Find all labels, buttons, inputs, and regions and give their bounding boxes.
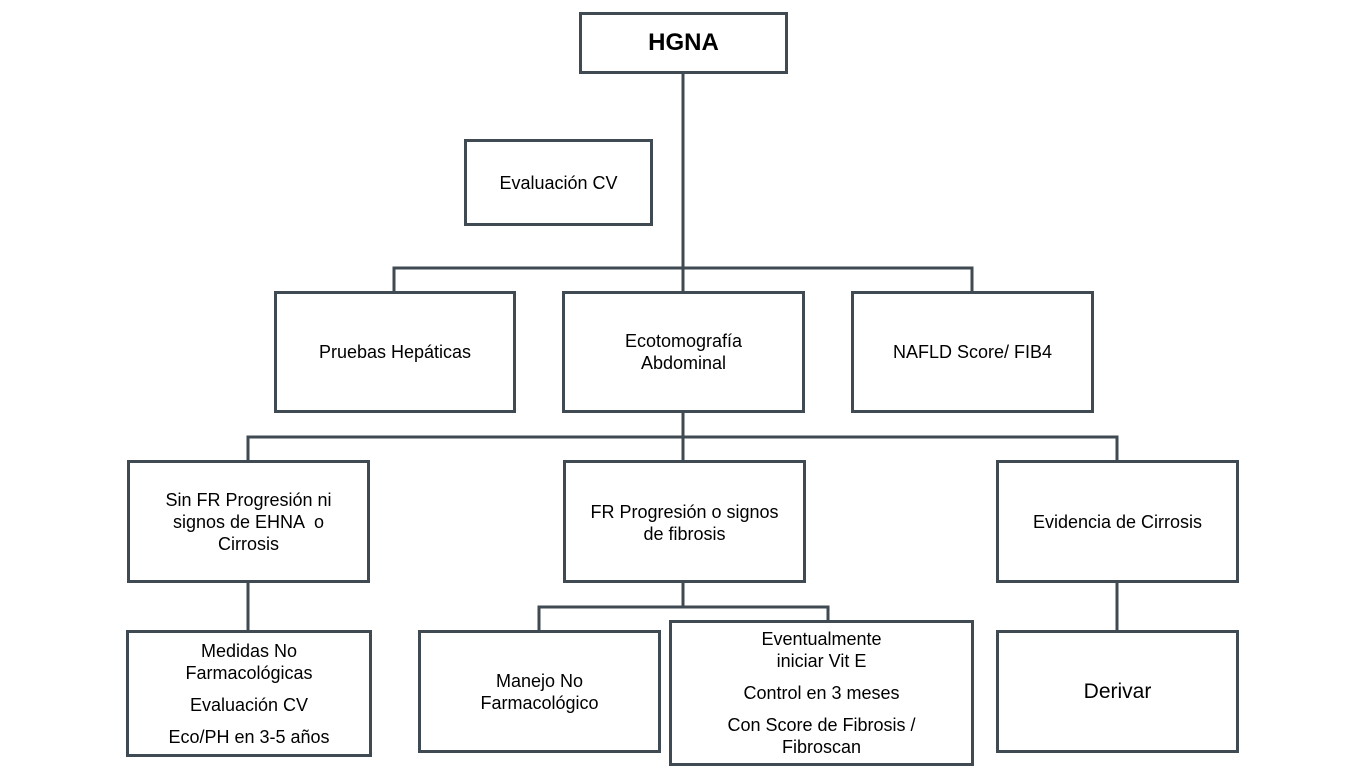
node-manejo-no-farmacologico: Manejo No Farmacológico: [418, 630, 661, 753]
node-medidas-line: Medidas No: [200, 640, 298, 661]
node-sin-fr-progresion: Sin FR Progresión ni signos de EHNA o Ci…: [127, 460, 370, 583]
node-pruebas-hepaticas: Pruebas Hepáticas: [274, 291, 516, 413]
node-eventualmente-line: Con Score de Fibrosis /: [727, 715, 916, 735]
node-manejo-line: Manejo No: [495, 670, 584, 691]
node-medidas-line: Evaluación CV: [189, 694, 309, 715]
node-fr-progresion-line: de fibrosis: [643, 524, 726, 544]
node-fr-progresion-line: FR Progresión o signos: [590, 502, 779, 522]
node-fr-progresion: FR Progresión o signos de fibrosis: [563, 460, 806, 583]
node-pruebas-hepaticas-label: Pruebas Hepáticas: [318, 342, 472, 362]
node-eventualmente-line: iniciar Vit E: [776, 651, 867, 671]
node-evaluacion-cv: Evaluación CV: [464, 139, 653, 226]
node-eventualmente-line: Control en 3 meses: [743, 683, 900, 703]
node-medidas-line: Eco/PH en 3-5 años: [168, 726, 330, 747]
node-evidencia-cirrosis: Evidencia de Cirrosis: [996, 460, 1239, 583]
node-evaluacion-cv-label: Evaluación CV: [499, 172, 618, 193]
node-ecotomografia-line: Ecotomografía: [624, 331, 743, 351]
node-medidas-no-farmacologicas: Medidas No Farmacológicas Evaluación CV …: [126, 630, 372, 757]
node-manejo-line: Farmacológico: [480, 692, 599, 713]
node-ecotomografia-line: Abdominal: [640, 353, 727, 373]
node-hgna-label: HGNA: [648, 29, 719, 56]
node-derivar-label: Derivar: [1083, 679, 1152, 703]
node-nafld-score: NAFLD Score/ FIB4: [851, 291, 1094, 413]
node-nafld-score-label: NAFLD Score/ FIB4: [892, 342, 1053, 362]
node-ecotomografia-abdominal: Ecotomografía Abdominal: [562, 291, 805, 413]
node-hgna: HGNA: [579, 12, 788, 74]
node-eventualmente: Eventualmente iniciar Vit E Control en 3…: [669, 620, 974, 766]
node-sin-fr-line: signos de EHNA o: [172, 511, 325, 532]
node-sin-fr-line: Sin FR Progresión ni: [165, 489, 332, 510]
node-derivar: Derivar: [996, 630, 1239, 753]
node-medidas-line: Farmacológicas: [185, 662, 313, 683]
node-sin-fr-line: Cirrosis: [218, 533, 279, 554]
node-eventualmente-line: Fibroscan: [781, 737, 862, 757]
node-evidencia-cirrosis-label: Evidencia de Cirrosis: [1032, 511, 1203, 532]
node-eventualmente-line: Eventualmente: [761, 629, 882, 649]
